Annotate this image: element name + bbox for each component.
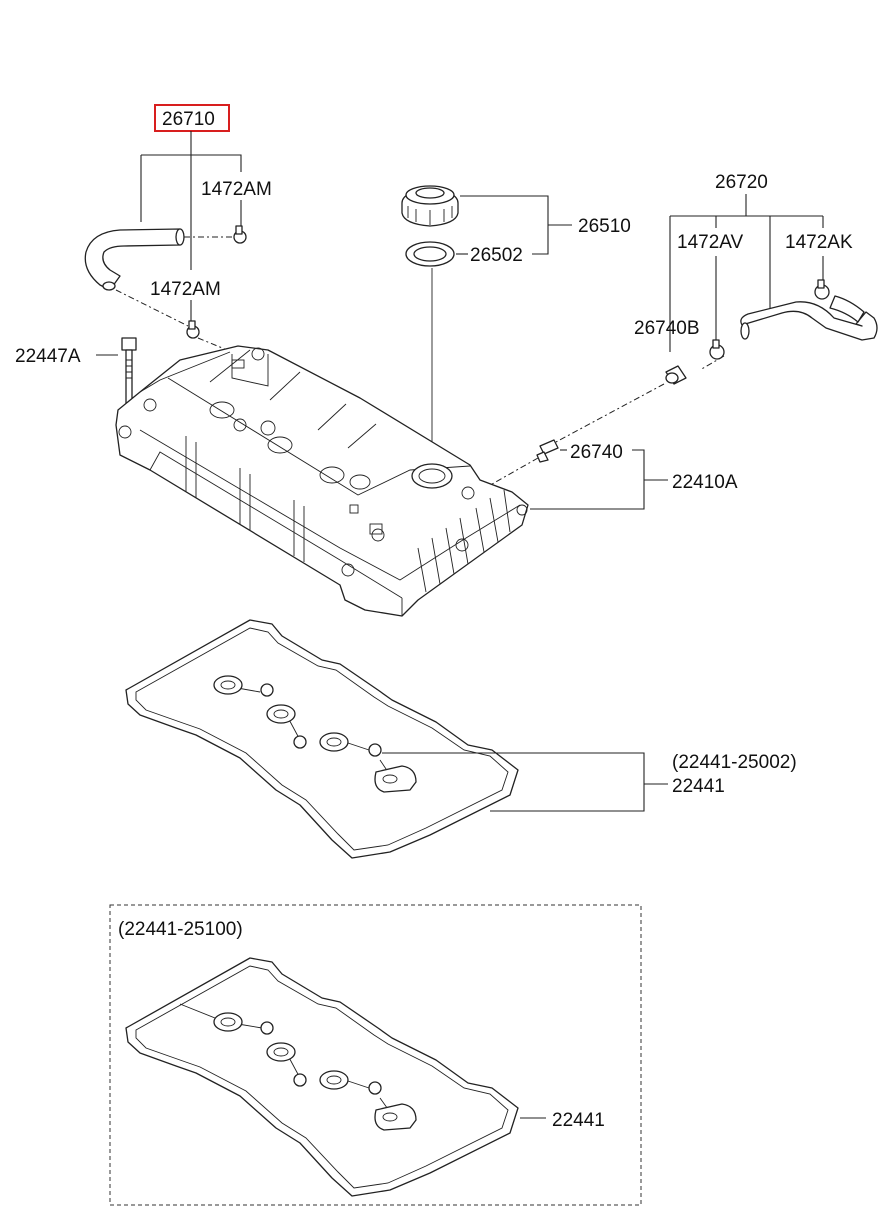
cap-gasket-icon xyxy=(405,241,455,267)
label-22441[interactable]: 22441 xyxy=(672,776,725,797)
gasket-main-group: (22441-25002) 22441 xyxy=(125,619,797,859)
label-1472am-lower[interactable]: 1472AM xyxy=(150,279,221,300)
label-alt-22441[interactable]: 22441 xyxy=(552,1110,605,1131)
oil-filler-cap-icon xyxy=(401,185,459,227)
label-22447a[interactable]: 22447A xyxy=(15,346,81,367)
label-26720[interactable]: 26720 xyxy=(715,172,768,193)
cover-gasket-icon xyxy=(125,619,519,859)
bolt-22447a-group: 22447A xyxy=(15,337,137,425)
breather-hose xyxy=(740,301,878,341)
label-1472av[interactable]: 1472AV xyxy=(677,232,744,253)
clamp-icon xyxy=(709,339,725,360)
alt-gasket-box: (22441-25100) 22441 xyxy=(109,904,642,1206)
dashed-frame xyxy=(109,904,642,1206)
clamp-icon xyxy=(186,320,200,339)
label-26740[interactable]: 26740 xyxy=(570,442,623,463)
rocker-cover-icon xyxy=(115,345,529,617)
valve-cover-group: 26740 22410A xyxy=(115,345,738,617)
label-26510[interactable]: 26510 xyxy=(578,216,631,237)
pcv-valve-icon xyxy=(536,439,559,463)
label-26740b[interactable]: 26740B xyxy=(634,318,700,339)
label-26502[interactable]: 26502 xyxy=(470,245,523,266)
grommet-icon xyxy=(665,365,687,385)
clamp-icon xyxy=(233,225,247,244)
label-22441-25100[interactable]: (22441-25100) xyxy=(118,919,243,940)
pcv-hose xyxy=(84,228,181,291)
label-22410a[interactable]: 22410A xyxy=(672,472,738,493)
alt-cover-gasket-icon xyxy=(125,957,519,1197)
hose-26720-group: 26720 1472AV 1472AK 26740B xyxy=(555,172,878,443)
cap-group: 26510 26502 xyxy=(401,185,631,458)
clamp-icon xyxy=(814,279,830,300)
highlight-box xyxy=(154,104,230,132)
label-26710[interactable]: 26710 xyxy=(162,109,215,130)
label-1472am-upper[interactable]: 1472AM xyxy=(201,179,272,200)
label-1472ak[interactable]: 1472AK xyxy=(785,232,853,253)
label-22441-25002[interactable]: (22441-25002) xyxy=(672,752,797,773)
hose-26710-group: 26710 1472AM 1472AM xyxy=(84,104,272,353)
bolt-icon xyxy=(121,337,137,351)
